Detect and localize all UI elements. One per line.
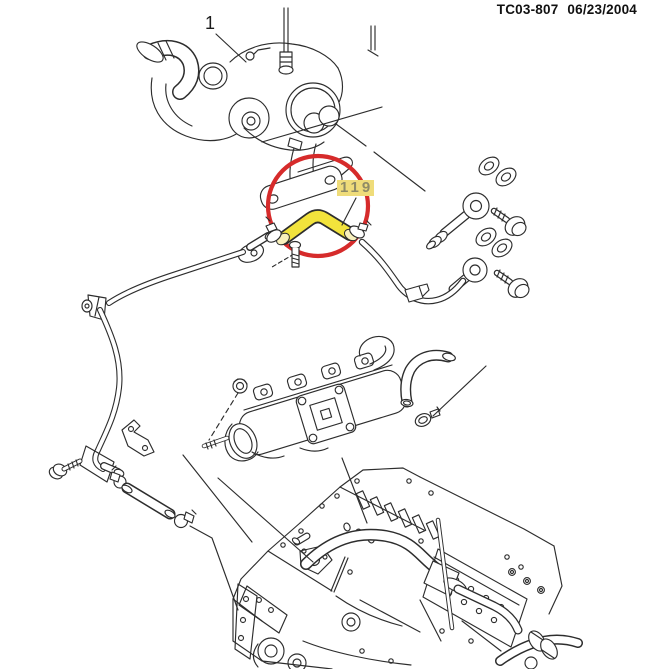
hose-clamp	[349, 220, 372, 239]
front-cover-and-pulleys	[234, 583, 361, 669]
document-code: TC03-807	[496, 2, 559, 17]
hose-clamp	[173, 509, 197, 529]
manifold-stud	[201, 435, 230, 450]
gasket-ring	[478, 156, 500, 176]
oil-feed-fittings-drawing	[358, 156, 530, 305]
banjo-fitting	[426, 192, 490, 250]
oil-return-pipe-drawing	[48, 232, 274, 529]
drain-pipe	[358, 238, 467, 305]
document-header: TC03-807 06/23/2004	[497, 2, 637, 17]
leader-lines	[182, 33, 426, 611]
banjo-bolt	[490, 207, 527, 237]
radiator-hose	[300, 528, 523, 635]
turbo-mount-flange	[295, 383, 357, 445]
banjo-bolt	[493, 269, 530, 299]
hose-clamp	[414, 406, 441, 427]
elbow-guard	[79, 445, 115, 483]
flange-bolt	[48, 458, 83, 480]
l-bracket	[121, 419, 155, 457]
oil-feed-stud	[278, 7, 294, 75]
intake-slots	[355, 490, 441, 540]
manifold-nut	[232, 378, 248, 394]
breather-elbow-hose	[400, 349, 487, 427]
hose-clamp	[265, 216, 282, 243]
document-date: 06/23/2004	[567, 2, 637, 17]
engine-block-drawing	[232, 467, 583, 669]
engine-bolt-heads	[280, 478, 524, 664]
callout-part-1[interactable]: 1	[205, 13, 216, 33]
gasket-ring	[495, 167, 517, 187]
callout-1-leader	[215, 33, 247, 63]
part-119-hose[interactable]	[265, 209, 372, 247]
starter-cylinder	[524, 630, 558, 669]
turbo-drain-plate	[259, 165, 343, 210]
plate-bolt	[288, 240, 302, 268]
callout-part-119[interactable]: 119	[337, 180, 375, 196]
gasket-ring	[491, 238, 513, 258]
callout-119-leader	[341, 197, 357, 226]
gasket-ring	[475, 227, 497, 247]
exhaust-manifold-drawing	[201, 335, 407, 462]
connector-hose	[121, 482, 176, 520]
highlight-ring[interactable]	[265, 153, 371, 259]
